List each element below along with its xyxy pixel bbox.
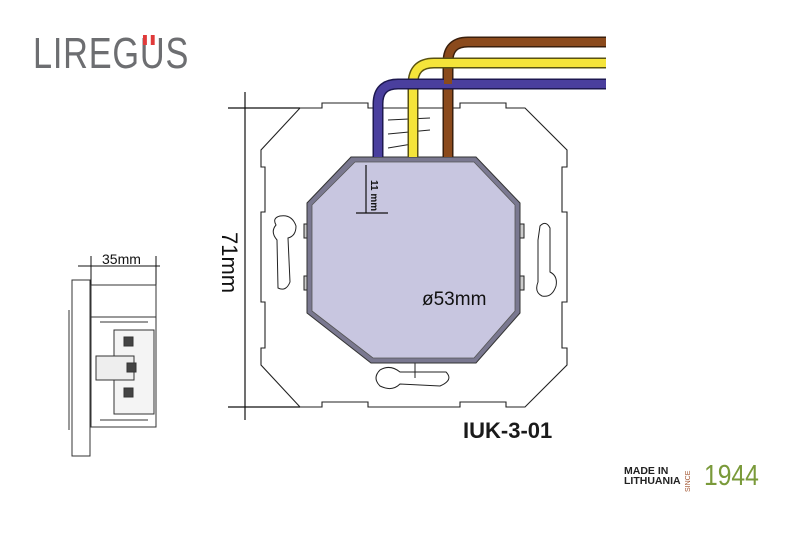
height-label: 71mm (217, 232, 242, 293)
year-label: 1944 (704, 460, 759, 492)
right-keyhole (536, 222, 557, 297)
made-in-line1: MADE IN (624, 465, 669, 477)
since-label: SINCE (685, 470, 692, 492)
diameter-label: ø53mm (422, 289, 486, 310)
logo-u: U (139, 29, 166, 78)
side-view (68, 256, 160, 457)
made-in-badge: MADE IN LITHUANIA (624, 465, 681, 487)
module-body (311, 161, 516, 359)
depth-label: 35mm (102, 251, 141, 267)
made-in-line2: LITHUANIA (624, 475, 681, 487)
offset-label: 11 mm (368, 180, 379, 211)
model-label: IUK-3-01 (463, 418, 553, 443)
height-dimension (228, 92, 300, 420)
bottom-keyhole (375, 366, 450, 390)
left-keyhole (272, 215, 297, 290)
logo-prefix: LIREG (33, 29, 140, 78)
logo-accent-dots (143, 35, 147, 45)
logo-suffix: S (165, 29, 190, 78)
